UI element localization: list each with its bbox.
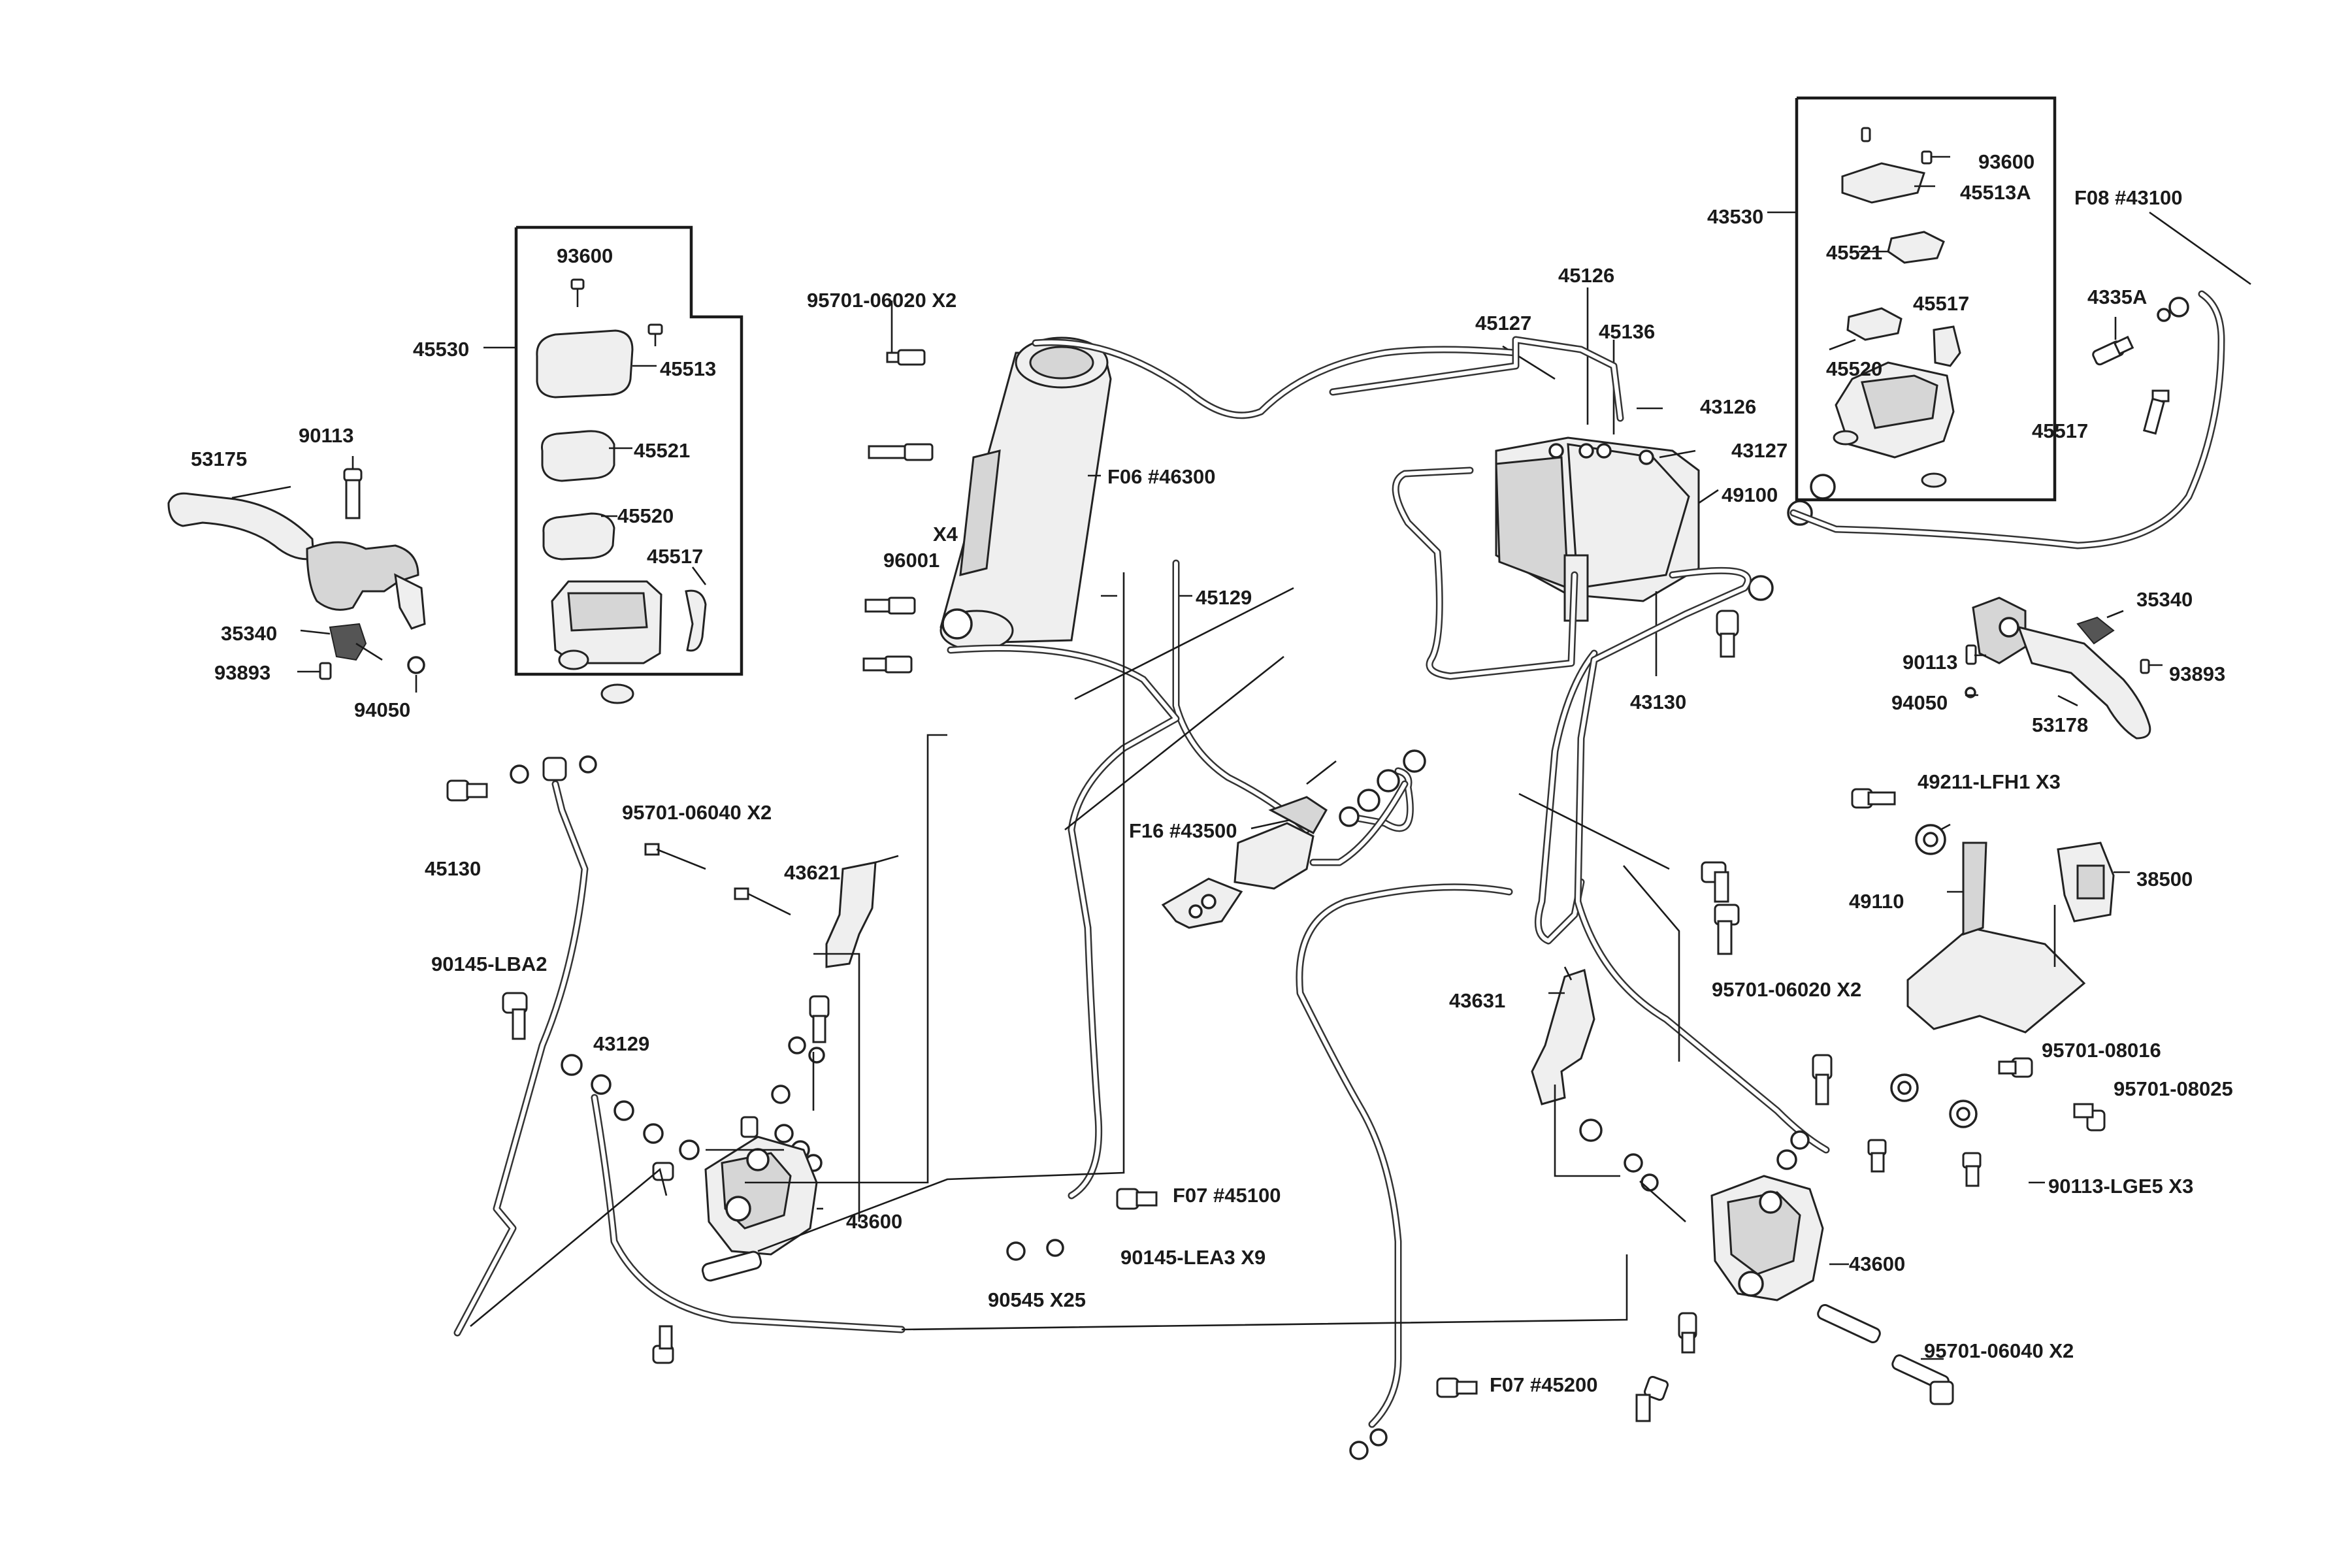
leader-lines: [470, 572, 2045, 1331]
bolts-upper-middle: [862, 301, 934, 674]
label-93893-right: 93893: [2169, 662, 2225, 685]
rear-brake-switch-parts: [2092, 211, 2251, 435]
label-94050-left: 94050: [354, 698, 410, 721]
front-master-cylinder-kit-parts: [536, 278, 707, 704]
label-93600-right: 93600: [1978, 150, 2034, 173]
label-95701-06040-x2-right: 95701-06040 X2: [1924, 1339, 2074, 1362]
bracket-43631: [1531, 969, 1595, 1105]
label-43621: 43621: [784, 861, 840, 884]
label-94050-right: 94050: [1891, 691, 1948, 714]
label-45513a: 45513A: [1960, 181, 2031, 204]
label-45513: 45513: [660, 357, 716, 380]
label-43126: 43126: [1700, 395, 1756, 418]
label-49110: 49110: [1849, 890, 1904, 913]
left-brake-lever-parts: [167, 456, 426, 693]
label-90145-lea3-x9: 90145-LEA3 X9: [1120, 1246, 1266, 1269]
bolts-and-washers-right: [1579, 861, 1833, 1354]
label-45136: 45136: [1599, 320, 1655, 343]
label-90113-lge5-x3: 90113-LGE5 X3: [2048, 1175, 2193, 1198]
label-45521-left: 45521: [634, 439, 690, 462]
label-45520-right: 45520: [1826, 357, 1882, 380]
label-45520-left: 45520: [617, 504, 674, 527]
label-90113-left: 90113: [299, 424, 354, 447]
label-x4: X4: [933, 523, 958, 546]
front-master-cylinder-kit-box: [483, 225, 743, 676]
bolts-and-washers-middle: [1006, 1188, 1669, 1460]
label-45521-right: 45521: [1826, 241, 1882, 264]
steering-column-part: [939, 336, 1112, 651]
label-45517-left: 45517: [647, 545, 703, 568]
label-90113-right: 90113: [1903, 651, 1958, 674]
label-95701-06040-x2-left: 95701-06040 X2: [622, 801, 772, 824]
rear-master-cylinder-kit-parts: [1829, 127, 1961, 488]
label-95701-06020-x2-right: 95701-06020 X2: [1712, 978, 1861, 1001]
label-38500: 38500: [2136, 868, 2193, 890]
label-93893-left: 93893: [214, 661, 270, 684]
abs-modulator-unit: [1495, 287, 1719, 676]
label-90145-lba2: 90145-LBA2: [431, 953, 547, 975]
label-45530: 45530: [413, 338, 469, 361]
label-43631: 43631: [1449, 989, 1505, 1012]
label-43600-left: 43600: [846, 1210, 902, 1233]
rear-master-cylinder-part: [1161, 749, 1426, 929]
label-95701-06020-x2-top: 95701-06020 X2: [807, 289, 956, 312]
label-35340-right: 35340: [2136, 588, 2193, 611]
label-53178: 53178: [2032, 713, 2088, 736]
part-labels: 45530 93600 45513 45521 45520 45517 5317…: [191, 150, 2233, 1396]
label-45127: 45127: [1475, 312, 1531, 335]
label-43600-right: 43600: [1849, 1252, 1905, 1275]
label-45130: 45130: [425, 857, 481, 880]
abs-washers: [1716, 474, 1836, 658]
label-45129: 45129: [1196, 586, 1252, 609]
right-brake-lever-parts: [1965, 596, 2163, 740]
label-43127: 43127: [1731, 439, 1788, 462]
label-f08-43100: F08 #43100: [2074, 186, 2182, 209]
label-f07-45200: F07 #45200: [1490, 1373, 1597, 1396]
label-43530: 43530: [1707, 205, 1763, 228]
rear-master-cylinder-kit-box: [1767, 96, 2057, 502]
label-96001: 96001: [883, 549, 939, 572]
rear-right-brake-caliper: [1710, 1175, 1954, 1405]
label-93600-left: 93600: [557, 244, 613, 267]
label-95701-08025: 95701-08025: [2114, 1077, 2233, 1100]
label-4335a: 4335A: [2087, 286, 2147, 308]
label-f16-43500: F16 #43500: [1129, 819, 1237, 842]
label-35340-left: 35340: [221, 622, 277, 645]
brake-lines: [453, 290, 2225, 1428]
label-45517-right-box: 45517: [1913, 292, 1969, 315]
label-f06-46300: F06 #46300: [1107, 465, 1215, 488]
front-left-brake-caliper: [701, 1116, 823, 1282]
label-95701-08016: 95701-08016: [2042, 1039, 2161, 1062]
label-43129: 43129: [593, 1032, 649, 1055]
relay-bracket-assembly: [1851, 788, 2130, 1187]
bolts-and-washers-left: [446, 755, 899, 1364]
label-53175: 53175: [191, 448, 247, 470]
label-45517-right: 45517: [2032, 419, 2088, 442]
label-f07-45100: F07 #45100: [1173, 1184, 1281, 1207]
label-45126: 45126: [1558, 264, 1614, 287]
label-90545-x25: 90545 X25: [988, 1288, 1086, 1311]
label-43130: 43130: [1630, 691, 1686, 713]
label-49211-lfh1-x3: 49211-LFH1 X3: [1918, 770, 2061, 793]
label-49100: 49100: [1722, 483, 1778, 506]
